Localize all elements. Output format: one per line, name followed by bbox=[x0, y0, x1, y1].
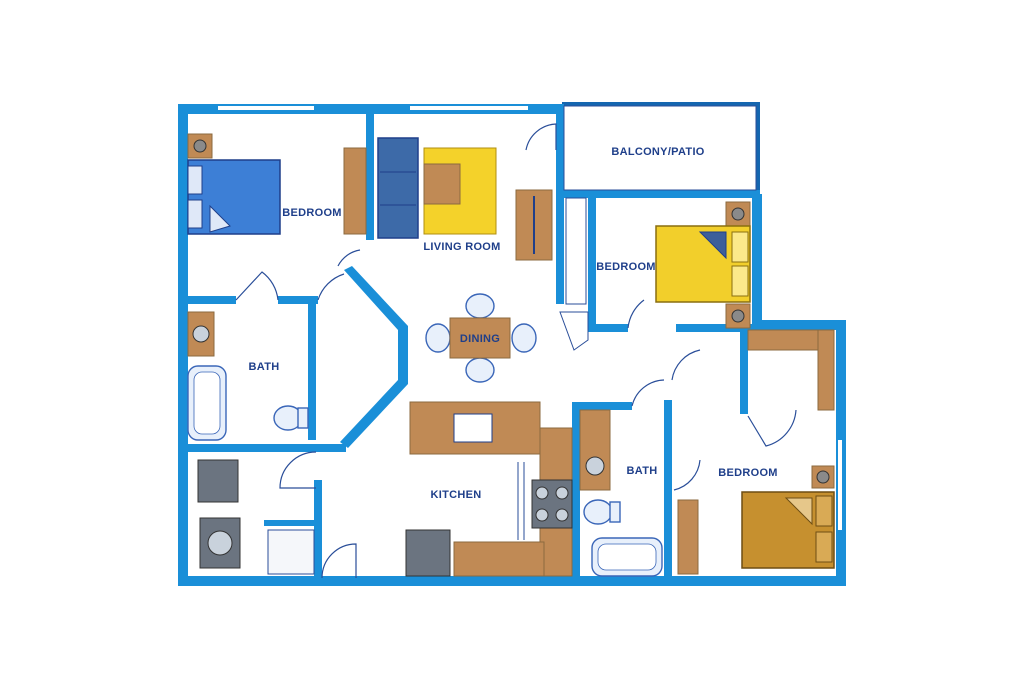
counter-bottom bbox=[453, 541, 545, 577]
dining-table bbox=[449, 317, 511, 359]
lamp-icon bbox=[193, 139, 207, 153]
room-label-bath-1: BATH bbox=[249, 361, 280, 373]
stove-icon bbox=[531, 479, 573, 529]
bedroom-3: BEDROOM bbox=[671, 329, 835, 575]
door bbox=[235, 271, 279, 301]
water-heater bbox=[267, 529, 315, 575]
armchair bbox=[423, 163, 461, 205]
bath-1: BATH bbox=[187, 273, 345, 441]
windows bbox=[218, 106, 842, 530]
living-room: LIVING ROOM bbox=[337, 123, 557, 267]
bedroom-2: BEDROOM bbox=[559, 197, 751, 351]
refrigerator-icon bbox=[405, 529, 451, 577]
kitchen-sink-icon bbox=[453, 413, 493, 443]
room-label-dining: DINING bbox=[460, 333, 500, 345]
dresser bbox=[343, 147, 367, 235]
chair bbox=[465, 357, 495, 383]
bed bbox=[187, 159, 281, 235]
chair bbox=[511, 323, 537, 353]
vanity bbox=[579, 409, 611, 491]
washer-icon bbox=[197, 459, 239, 503]
room-label-balcony: BALCONY/PATIO bbox=[611, 146, 704, 158]
lamp-icon bbox=[731, 207, 745, 221]
room-label-living-room: LIVING ROOM bbox=[423, 241, 500, 253]
closet bbox=[565, 197, 587, 305]
room-label-bedroom-2: BEDROOM bbox=[596, 261, 656, 273]
sink-icon bbox=[585, 456, 605, 476]
toilet-icon bbox=[583, 499, 613, 525]
room-label-bedroom-3: BEDROOM bbox=[718, 467, 778, 479]
dining-area: DINING bbox=[425, 293, 537, 383]
balcony-patio: BALCONY/PATIO bbox=[563, 105, 757, 191]
chair bbox=[465, 293, 495, 319]
dresser bbox=[677, 499, 699, 575]
room-label-bedroom-1: BEDROOM bbox=[282, 207, 342, 219]
room-label-bath-2: BATH bbox=[627, 465, 658, 477]
bookshelf bbox=[377, 137, 419, 239]
laundry bbox=[197, 451, 317, 575]
kitchen: KITCHEN bbox=[321, 401, 573, 579]
room-label-kitchen: KITCHEN bbox=[431, 489, 482, 501]
bedroom-1: BEDROOM bbox=[187, 133, 367, 301]
balcony-door bbox=[525, 123, 557, 151]
lamp-icon bbox=[816, 470, 830, 484]
interior-walls bbox=[186, 104, 760, 582]
sink-icon bbox=[192, 325, 210, 343]
bath-2: BATH bbox=[579, 379, 665, 577]
entry-door bbox=[321, 543, 357, 579]
lamp-icon bbox=[731, 309, 745, 323]
chair bbox=[425, 323, 451, 353]
